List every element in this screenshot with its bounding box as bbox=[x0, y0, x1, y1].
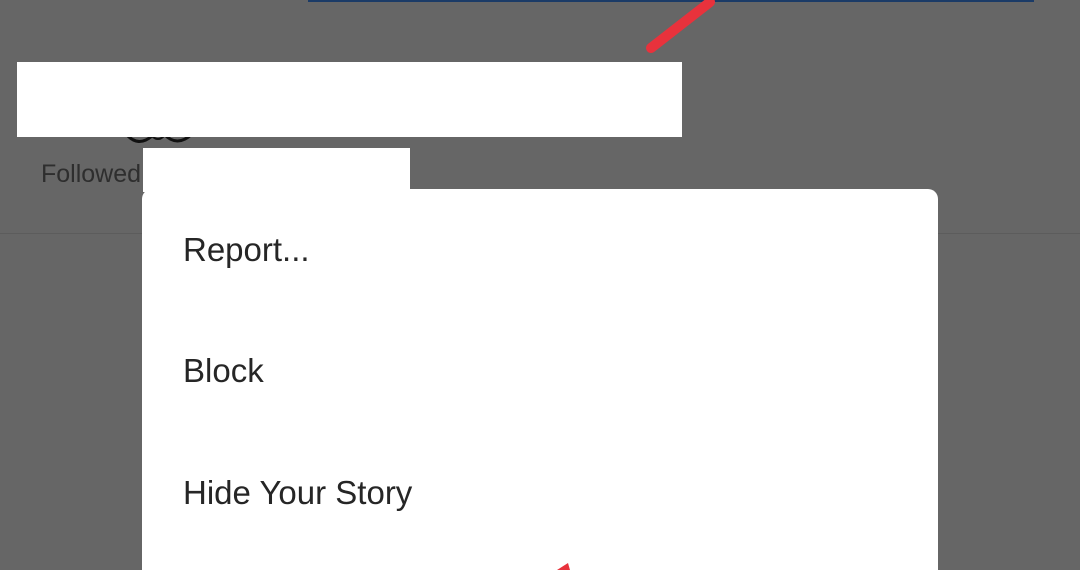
options-menu: Report... Block Hide Your Story bbox=[142, 189, 938, 570]
redaction-box bbox=[143, 148, 410, 192]
menu-item-hide-your-story[interactable]: Hide Your Story bbox=[183, 474, 413, 511]
redaction-box bbox=[17, 62, 682, 137]
menu-item-block[interactable]: Block bbox=[183, 352, 264, 389]
profile-button-edge bbox=[308, 0, 1034, 2]
menu-item-report[interactable]: Report... bbox=[183, 231, 310, 268]
followed-by-text: Followed bbox=[41, 160, 142, 188]
